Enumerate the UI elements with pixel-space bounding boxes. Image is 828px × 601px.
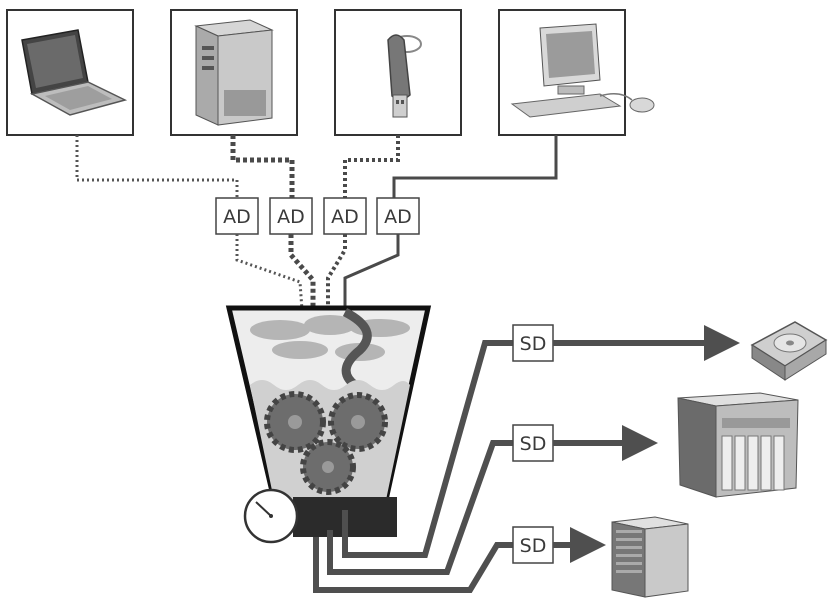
destination-arrows [553, 325, 740, 563]
desktop-computer-icon [510, 23, 655, 118]
adapter-to-funnel-connectors [235, 234, 400, 311]
laptop-icon [21, 29, 128, 116]
source-usb-drive [334, 9, 462, 136]
server-icon [611, 516, 689, 598]
source-desktop-computer [498, 9, 655, 136]
processing-funnel [225, 305, 432, 503]
adapter-sd-1: SD [512, 324, 554, 362]
adapter-sd-2-label: SD [520, 433, 547, 455]
adapter-ad-1: AD [215, 197, 259, 235]
adapter-sd-1-label: SD [520, 333, 547, 355]
adapter-ad-4-label: AD [384, 206, 412, 228]
source-connectors [75, 135, 558, 198]
adapter-ad-2-label: AD [277, 206, 305, 228]
gauge-icon [243, 488, 299, 544]
adapter-ad-2: AD [269, 197, 313, 235]
adapter-ad-3: AD [323, 197, 367, 235]
adapter-ad-1-label: AD [223, 206, 251, 228]
gear-icon [264, 391, 326, 453]
adapter-sd-3-label: SD [520, 535, 547, 557]
source-tower-pc [170, 9, 298, 136]
adapter-ad-3-label: AD [331, 206, 359, 228]
nas-icon [677, 392, 799, 498]
hard-drive-icon [750, 321, 828, 381]
gear-icon [328, 392, 388, 452]
usb-drive-icon [387, 34, 422, 118]
output-connectors [313, 340, 513, 593]
adapter-sd-2: SD [512, 424, 554, 462]
gear-icon [300, 439, 356, 495]
adapter-sd-3: SD [512, 526, 554, 564]
source-laptop [6, 9, 134, 136]
tower-pc-icon [194, 19, 274, 126]
adapter-ad-4: AD [376, 197, 420, 235]
